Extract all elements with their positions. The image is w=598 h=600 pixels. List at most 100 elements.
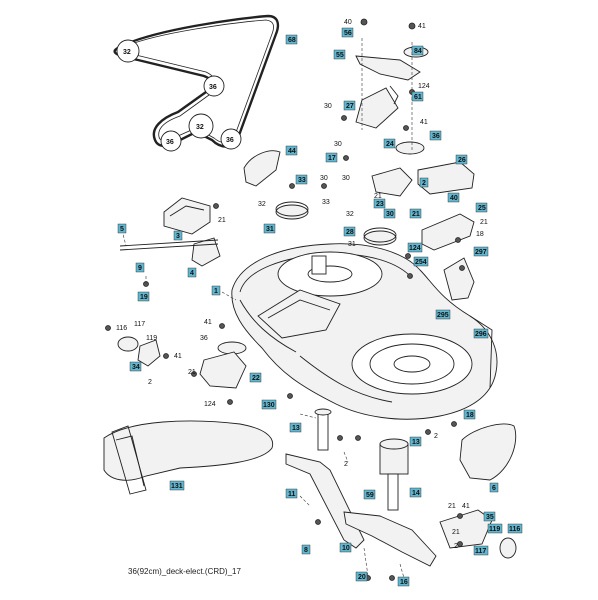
- label-36-pulley: 36: [166, 139, 174, 146]
- label-36-pulley: 36: [226, 137, 234, 144]
- label-55: 55: [336, 52, 344, 59]
- label-13: 13: [412, 439, 420, 446]
- label-2: 2: [344, 461, 348, 468]
- label-254: 254: [415, 259, 427, 266]
- label-21: 21: [188, 369, 196, 376]
- label-16: 16: [400, 579, 408, 586]
- label-32-pulley: 32: [196, 124, 204, 131]
- label-41: 41: [462, 503, 470, 510]
- label-61: 61: [414, 94, 422, 101]
- label-116: 116: [116, 325, 127, 332]
- label-2: 2: [434, 433, 438, 440]
- label-41: 41: [418, 23, 426, 30]
- label-296: 296: [475, 331, 487, 338]
- label-21: 21: [412, 211, 420, 218]
- label-3: 3: [176, 233, 180, 240]
- label-30: 30: [386, 211, 394, 218]
- label-24: 24: [386, 141, 394, 148]
- label-68: 68: [288, 37, 296, 44]
- label-36-pulley: 36: [209, 84, 217, 91]
- label-33: 33: [322, 199, 330, 206]
- label-25: 25: [478, 205, 486, 212]
- label-41: 41: [204, 319, 212, 326]
- belt-guard-44: [243, 150, 281, 187]
- label-30: 30: [342, 175, 350, 182]
- label-295: 295: [437, 312, 449, 319]
- label-31: 31: [348, 241, 356, 248]
- label-21: 21: [480, 219, 488, 226]
- label-124: 124: [204, 401, 216, 408]
- label-41: 41: [420, 119, 428, 126]
- label-21: 21: [452, 529, 460, 536]
- label-40: 40: [344, 19, 352, 26]
- tension-arm-assembly: [355, 38, 421, 150]
- label-30: 30: [320, 175, 328, 182]
- boxed-labels: 68 56 84 55 61 27 36 24 44 17 26 33 2 40…: [117, 27, 523, 587]
- label-23: 23: [376, 201, 384, 208]
- label-117: 117: [475, 548, 486, 555]
- label-34: 34: [132, 364, 140, 371]
- label-130: 130: [263, 402, 275, 409]
- label-32: 32: [346, 211, 354, 218]
- right-guard: [459, 423, 517, 481]
- label-2: 2: [422, 180, 426, 187]
- label-11: 11: [288, 491, 296, 498]
- label-36: 36: [432, 133, 440, 140]
- label-30: 30: [334, 141, 342, 148]
- label-119: 119: [146, 335, 157, 342]
- label-32-pulley: 32: [123, 49, 131, 56]
- label-14: 14: [412, 490, 420, 497]
- label-35: 35: [486, 514, 494, 521]
- left-idler-assembly: [117, 336, 247, 389]
- label-5: 5: [120, 226, 124, 233]
- diagram-caption: 36(92cm)_deck-elect.(CRD)_17: [128, 567, 241, 576]
- callout-labels: 40 41 124 30 41 30 30 30 21 32 33 32 21 …: [116, 19, 488, 550]
- label-2: 2: [148, 379, 152, 386]
- label-4: 4: [190, 270, 194, 277]
- label-59: 59: [366, 492, 374, 499]
- label-6: 6: [492, 485, 496, 492]
- label-10: 10: [342, 545, 350, 552]
- label-36: 36: [200, 335, 208, 342]
- label-27: 27: [346, 103, 354, 110]
- label-31: 31: [266, 226, 274, 233]
- label-22: 22: [252, 375, 260, 382]
- label-124: 124: [418, 83, 430, 90]
- mower-deck: [231, 243, 498, 420]
- blades: [285, 453, 437, 567]
- label-18: 18: [466, 412, 474, 419]
- label-119: 119: [489, 526, 500, 533]
- label-32: 32: [258, 201, 266, 208]
- spindle: [314, 408, 409, 511]
- label-26: 26: [458, 157, 466, 164]
- label-40: 40: [450, 195, 458, 202]
- discharge-chute: [103, 420, 274, 495]
- label-18: 18: [476, 231, 484, 238]
- label-21: 21: [374, 193, 382, 200]
- label-131: 131: [171, 483, 183, 490]
- belt-pulleys: [116, 39, 242, 152]
- label-1: 1: [214, 288, 218, 295]
- label-21: 21: [218, 217, 226, 224]
- label-19: 19: [140, 294, 148, 301]
- label-17: 17: [328, 155, 336, 162]
- pulley-labels: 32 36 32 36 36: [123, 49, 234, 146]
- hardware: [105, 18, 465, 581]
- center-pulleys: [217, 46, 429, 355]
- left-bracket: [119, 197, 221, 267]
- label-33: 33: [298, 177, 306, 184]
- label-30: 30: [324, 103, 332, 110]
- label-117: 117: [134, 321, 145, 328]
- label-56: 56: [344, 30, 352, 37]
- label-21: 21: [448, 503, 456, 510]
- label-9: 9: [138, 265, 142, 272]
- label-297: 297: [475, 249, 487, 256]
- label-8: 8: [304, 547, 308, 554]
- label-13: 13: [292, 425, 300, 432]
- label-44: 44: [288, 148, 296, 155]
- label-41: 41: [174, 353, 182, 360]
- right-brackets: [371, 161, 475, 301]
- label-20: 20: [358, 574, 366, 581]
- label-116: 116: [509, 526, 520, 533]
